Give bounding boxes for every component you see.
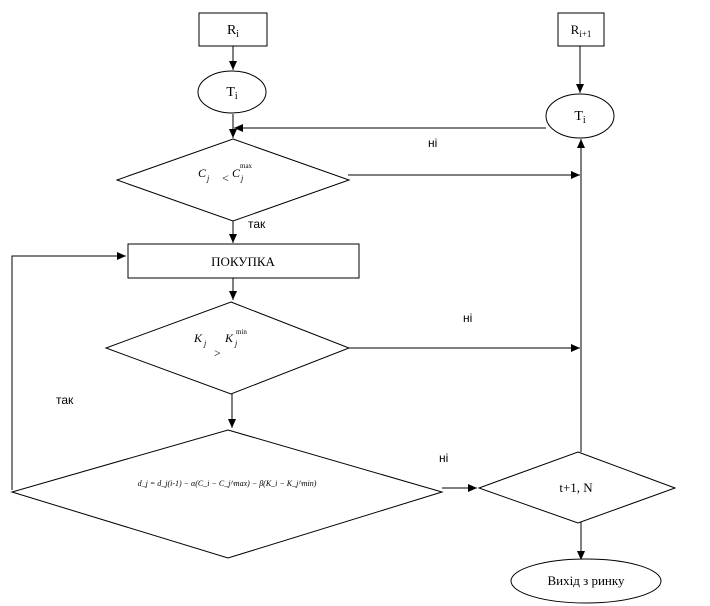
terminal-exit: Вихід з ринку — [510, 558, 662, 604]
label-no-cond3: ні — [439, 451, 448, 465]
edges — [11, 46, 585, 560]
svg-text:C: C — [232, 166, 241, 180]
svg-text:>: > — [214, 346, 221, 360]
svg-text:j: j — [234, 339, 238, 348]
svg-text:Ti: Ti — [226, 85, 238, 102]
svg-text:j: j — [206, 174, 210, 183]
svg-text:K: K — [193, 331, 203, 345]
node-t-i-left: Ti — [197, 70, 267, 114]
svg-text:j: j — [240, 174, 244, 183]
svg-text:t+1, N: t+1, N — [559, 480, 593, 495]
formula-cond3: d_j = d_j(i-1) − α(C_i − C_j^max) − β(K_… — [138, 479, 317, 488]
svg-text:Ri: Ri — [227, 23, 239, 40]
label-no-top: ні — [428, 136, 437, 150]
svg-text:<: < — [222, 171, 229, 185]
svg-text:Ri+1: Ri+1 — [571, 22, 592, 39]
label-yes-cond1: так — [248, 217, 266, 231]
process-purchase: ПОКУПКА — [127, 243, 360, 279]
node-t-i-right: Ti — [545, 93, 615, 139]
label-no-cond2: ні — [463, 311, 472, 325]
svg-text:j: j — [203, 339, 207, 348]
node-r-i-plus-1: Ri+1 — [557, 12, 605, 47]
svg-text:min: min — [236, 328, 247, 336]
decision-loop: t+1, N — [477, 451, 677, 524]
decision-cond1: C j < C max j — [115, 138, 351, 222]
svg-text:Ti: Ti — [574, 109, 586, 126]
edge-loop-yes — [11, 252, 126, 490]
decision-cond3: d_j = d_j(i-1) − α(C_i − C_j^max) − β(K_… — [10, 429, 444, 559]
svg-text:Вихід з ринку: Вихід з ринку — [547, 573, 625, 588]
svg-text:max: max — [240, 162, 253, 170]
label-yes-left: так — [56, 393, 74, 407]
node-r-i: Ri — [198, 12, 268, 47]
svg-text:C: C — [198, 166, 207, 180]
decision-cond2: K j > K min j — [104, 301, 351, 395]
svg-text:K: K — [224, 331, 234, 345]
svg-text:ПОКУПКА: ПОКУПКА — [211, 254, 275, 269]
